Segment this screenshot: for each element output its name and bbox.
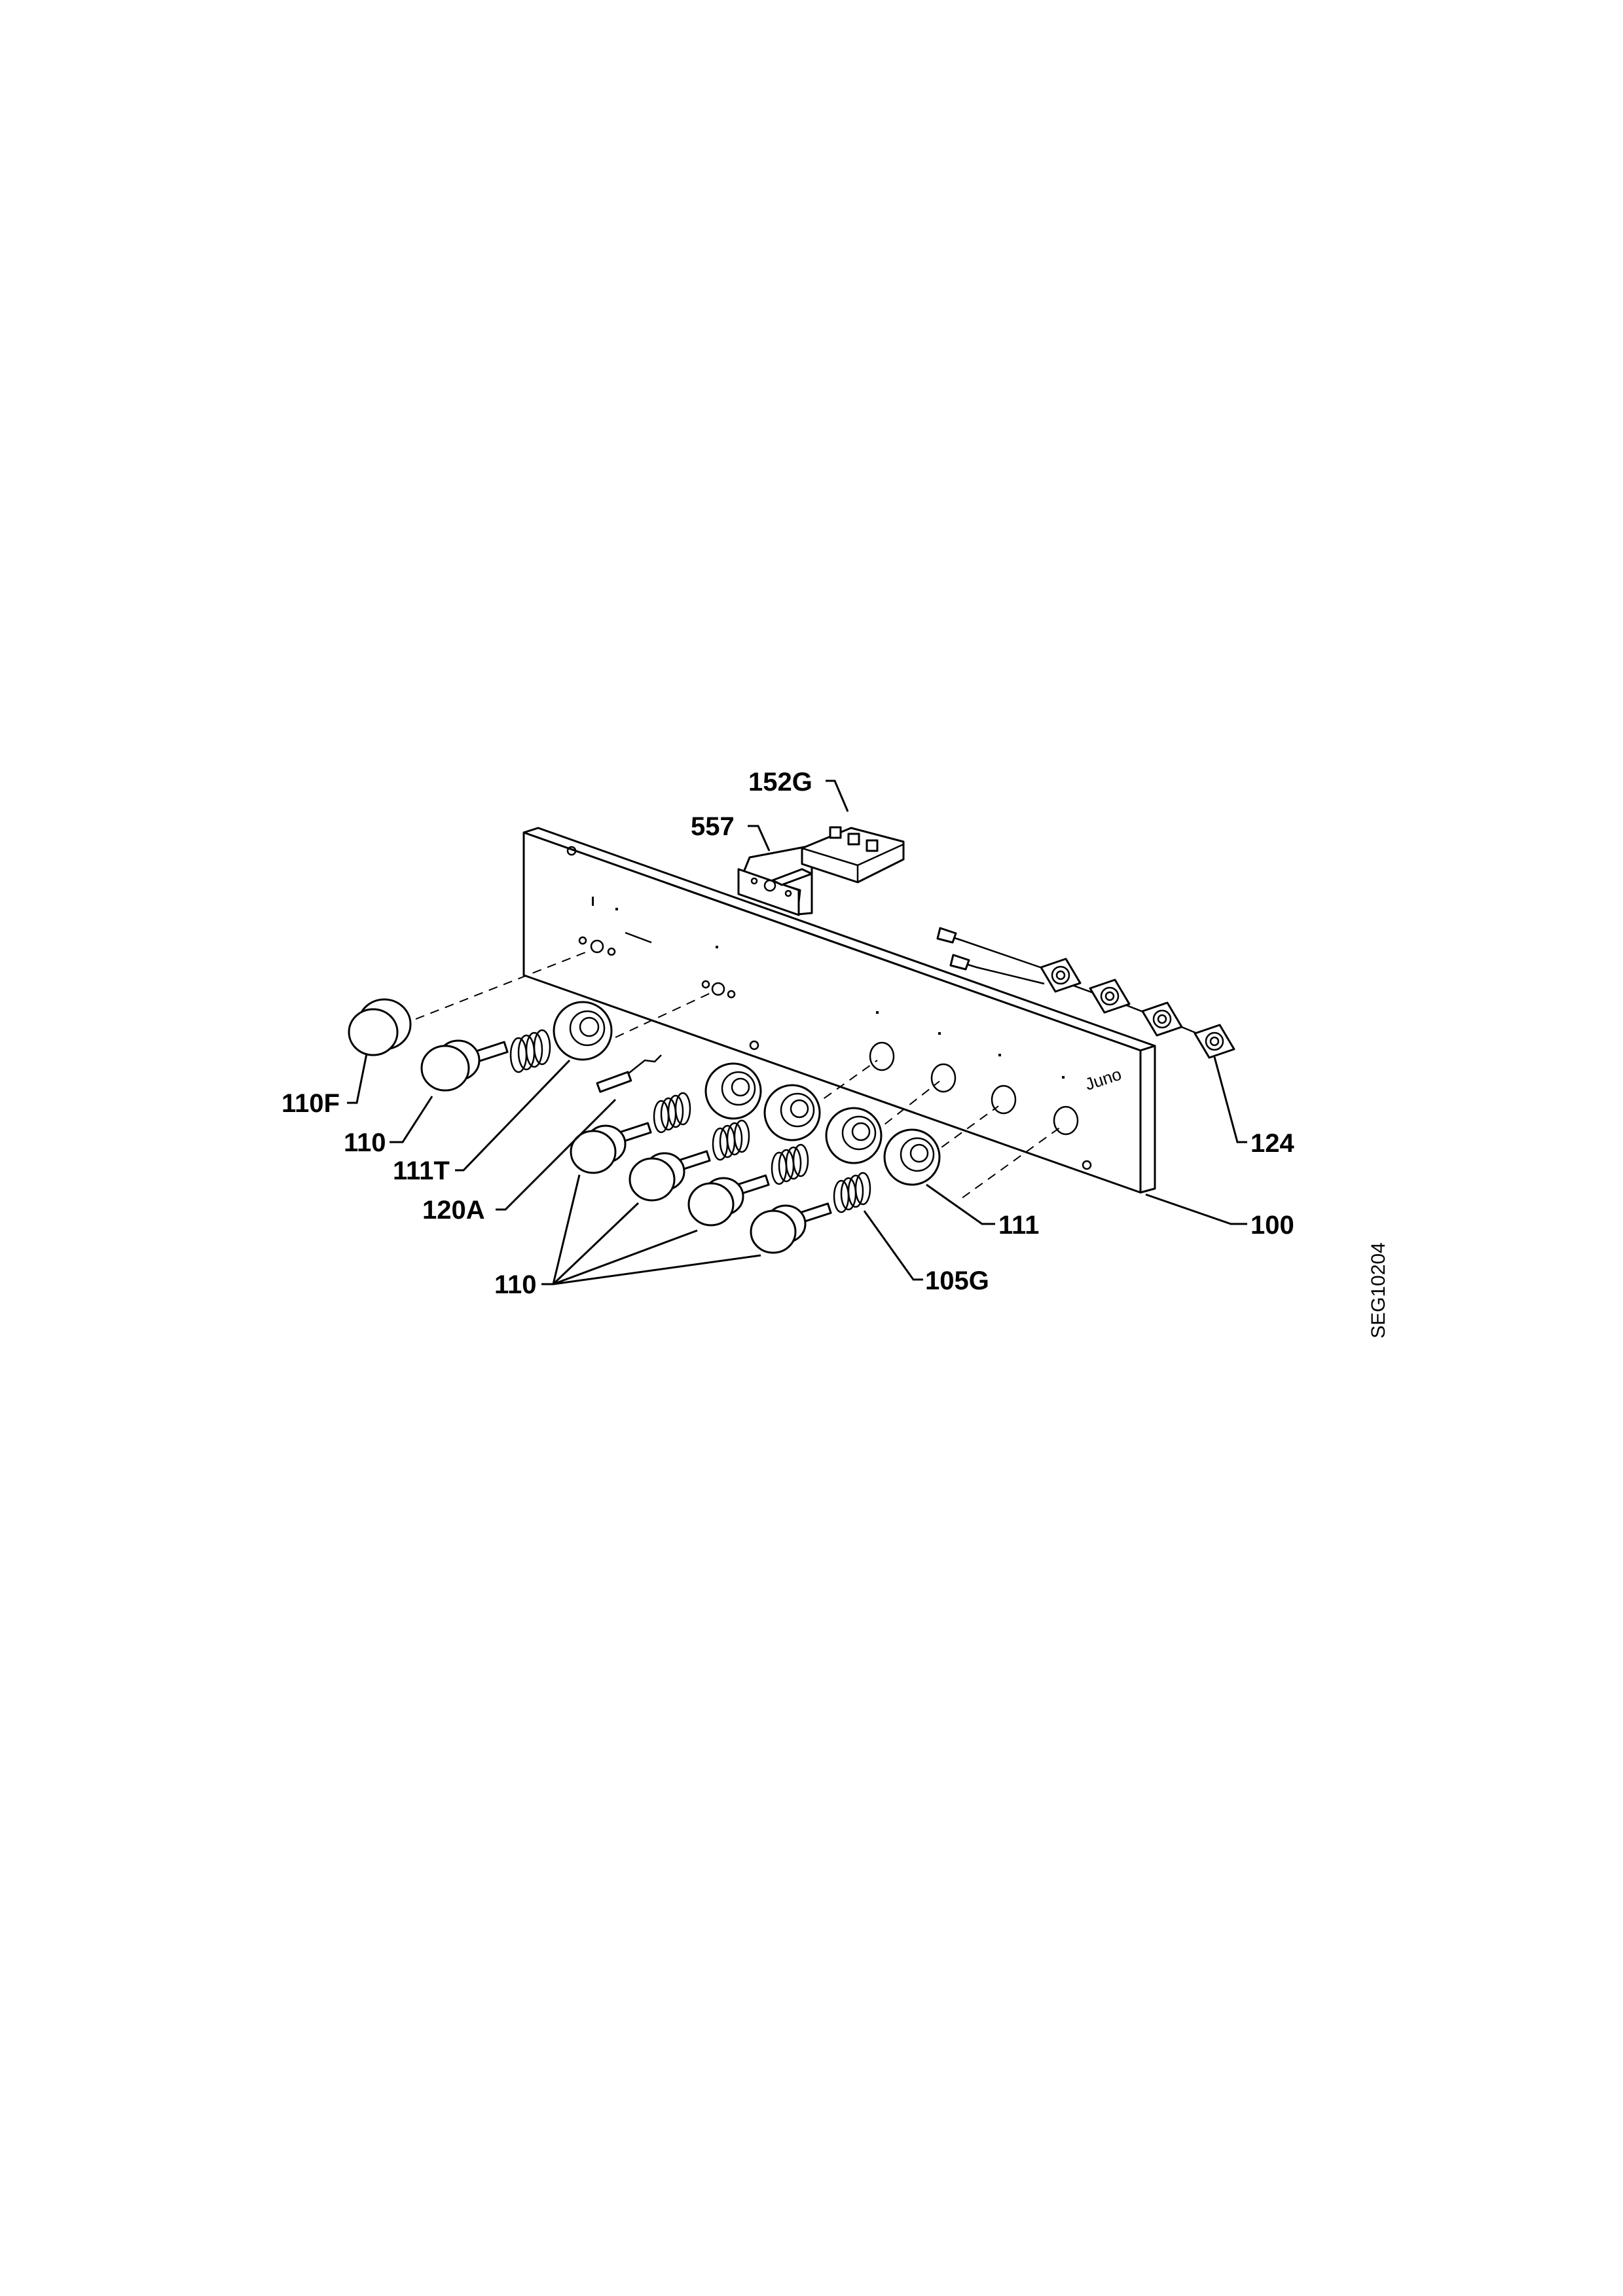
switch-contact-4 [1194,1024,1235,1059]
knob-3 [687,1174,770,1227]
lamp-120A [596,1054,662,1093]
bezel-1 [704,1062,762,1120]
callout-111: 111 [998,1211,1039,1240]
callout-111T: 111T [393,1157,450,1185]
callout-100: 100 [1250,1211,1294,1240]
switch-harness-124 [936,927,1235,1059]
callout-124: 124 [1250,1129,1294,1158]
callout-110-single: 110 [344,1128,386,1157]
callout-120A: 120A [422,1196,485,1225]
bezel-2 [763,1084,821,1141]
bezel-row [704,1062,941,1186]
spring-2 [712,1119,750,1161]
callout-110F: 110F [282,1089,340,1118]
spring-105G [833,1172,871,1213]
switch-contact-2 [1089,978,1131,1014]
spring-upper [509,1029,551,1073]
switch-contact-3 [1141,1001,1183,1037]
switch-contact-1 [1040,958,1082,993]
control-panel-100: Juno [415,827,1156,1198]
spring-3 [771,1143,809,1185]
callout-110-group: 110 [494,1270,537,1299]
spring-1 [653,1092,691,1134]
knob-4 [750,1202,832,1254]
bezel-3 [825,1107,883,1164]
callout-152G: 152G [748,768,812,797]
knob-row [570,1122,832,1254]
leader-lines [347,780,1247,1285]
bezel-111 [883,1128,941,1186]
knob-110F [348,998,412,1056]
bezel-111T [553,1001,613,1061]
spring-row [653,1092,871,1213]
knob-1 [570,1122,652,1174]
knob-2 [629,1150,711,1202]
callouts: 152G 557 110F 110 111T 120A 110 105G 111… [282,768,1294,1299]
knob-110-upper [420,1039,509,1092]
document-code: SEG10204 [1368,1242,1389,1338]
terminal-block-152G [771,826,905,886]
callout-105G: 105G [925,1266,989,1295]
callout-557: 557 [691,812,735,841]
